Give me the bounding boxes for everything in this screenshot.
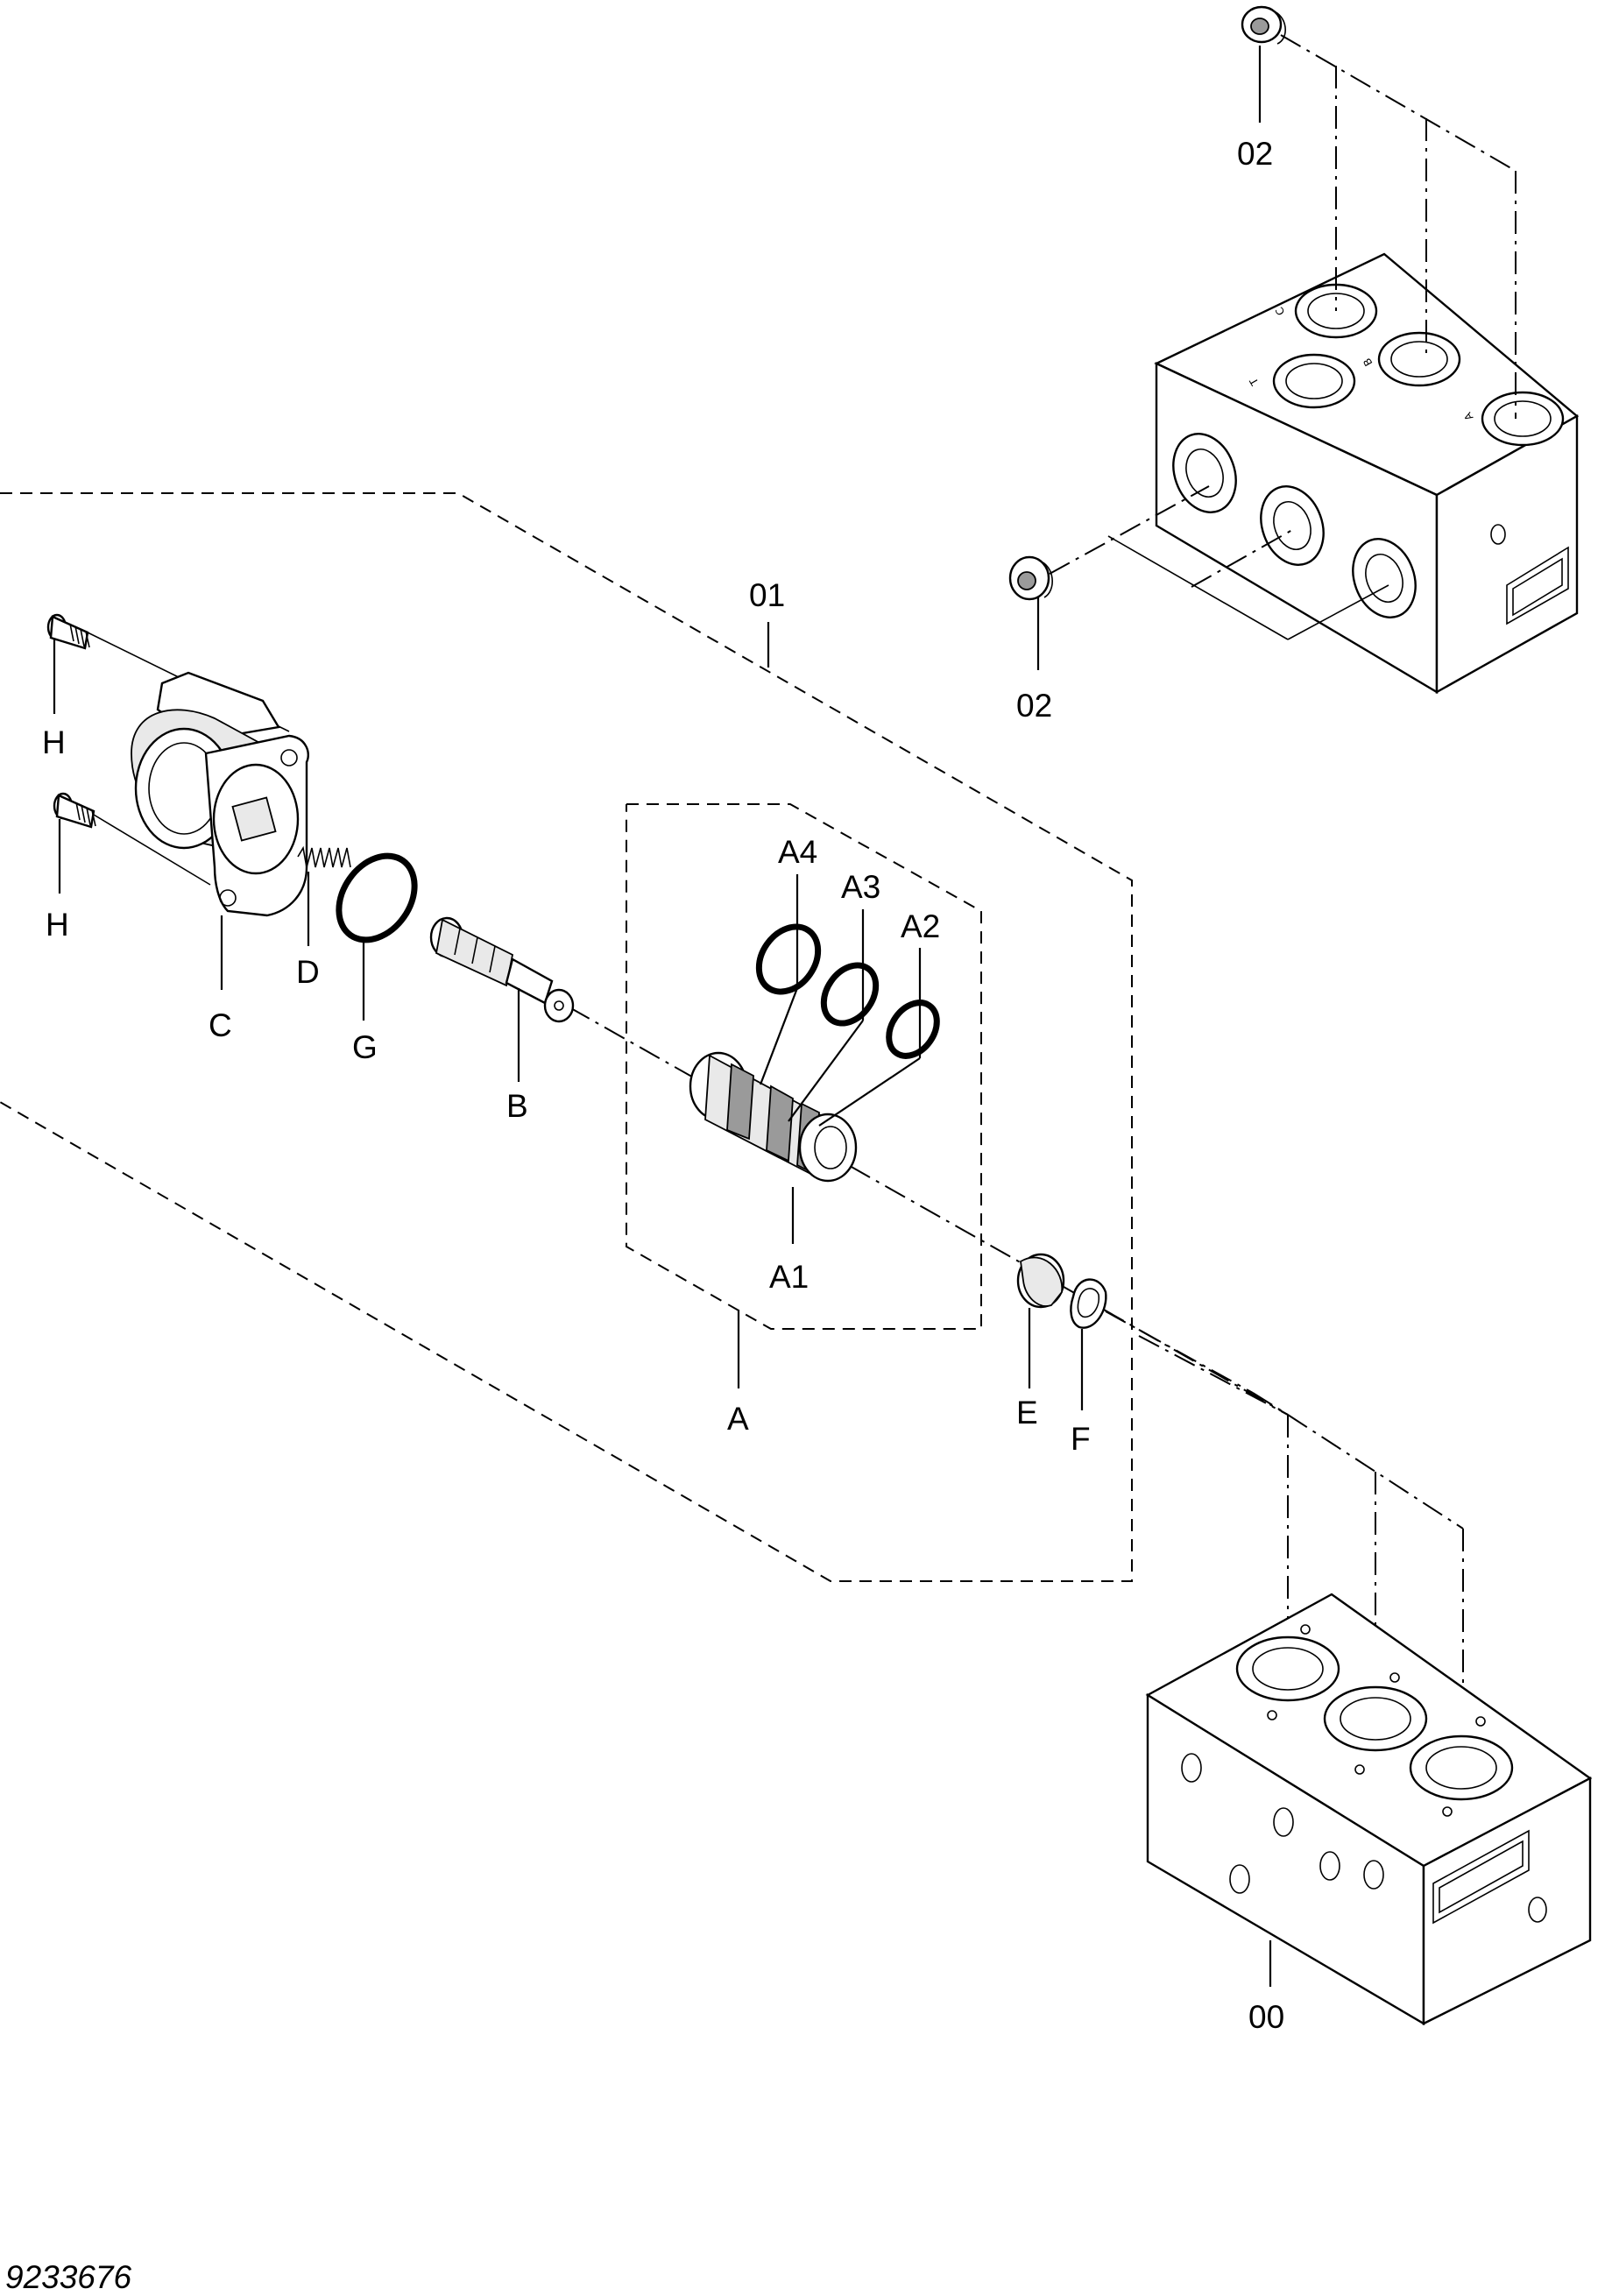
label-solenoid-c: C xyxy=(209,1007,232,1043)
spool-b xyxy=(429,916,575,1023)
oring-a4 xyxy=(755,923,822,995)
label-block-00: 00 xyxy=(1248,1999,1284,2035)
oring-g xyxy=(336,852,418,943)
label-kit-01: 01 xyxy=(749,577,785,613)
ring-f xyxy=(1070,1278,1107,1329)
label-cartridge-a: A xyxy=(727,1401,749,1437)
label-sleeve-a1: A1 xyxy=(769,1259,809,1295)
reference-number: 9233676 xyxy=(5,2259,131,2295)
label-spool-b: B xyxy=(506,1088,528,1124)
label-oring-a3: A3 xyxy=(841,869,880,905)
label-oring-a2: A2 xyxy=(901,908,940,944)
plug-02-top xyxy=(1241,5,1286,45)
solenoid-c xyxy=(131,671,309,917)
plug-e xyxy=(1016,1253,1065,1309)
kit-01-outline xyxy=(0,492,1133,1582)
label-oring-g: G xyxy=(352,1029,378,1065)
oring-a2 xyxy=(886,1000,940,1059)
label-oring-a4: A4 xyxy=(778,834,817,870)
spring-d xyxy=(297,845,351,868)
label-screw-h-lower: H xyxy=(46,907,69,943)
label-ring-f: F xyxy=(1071,1421,1091,1457)
cartridge-a-outline xyxy=(626,803,982,1330)
label-plug-e: E xyxy=(1016,1395,1038,1431)
upper-block-axis xyxy=(1049,34,1517,640)
label-plug-02-top: 02 xyxy=(1237,136,1273,172)
sleeve-a1 xyxy=(689,1051,858,1183)
label-screw-h-upper: H xyxy=(42,724,66,760)
leader-lines xyxy=(53,46,1272,1987)
upper-valve-block: C T B A xyxy=(1154,252,1580,695)
lower-valve-block-00 xyxy=(1145,1593,1593,2026)
oring-a3 xyxy=(820,962,880,1027)
screw-h-lower xyxy=(53,792,211,886)
label-plug-02-side: 02 xyxy=(1016,688,1052,724)
label-spring-d: D xyxy=(296,954,320,990)
plug-02-side xyxy=(1008,555,1053,601)
